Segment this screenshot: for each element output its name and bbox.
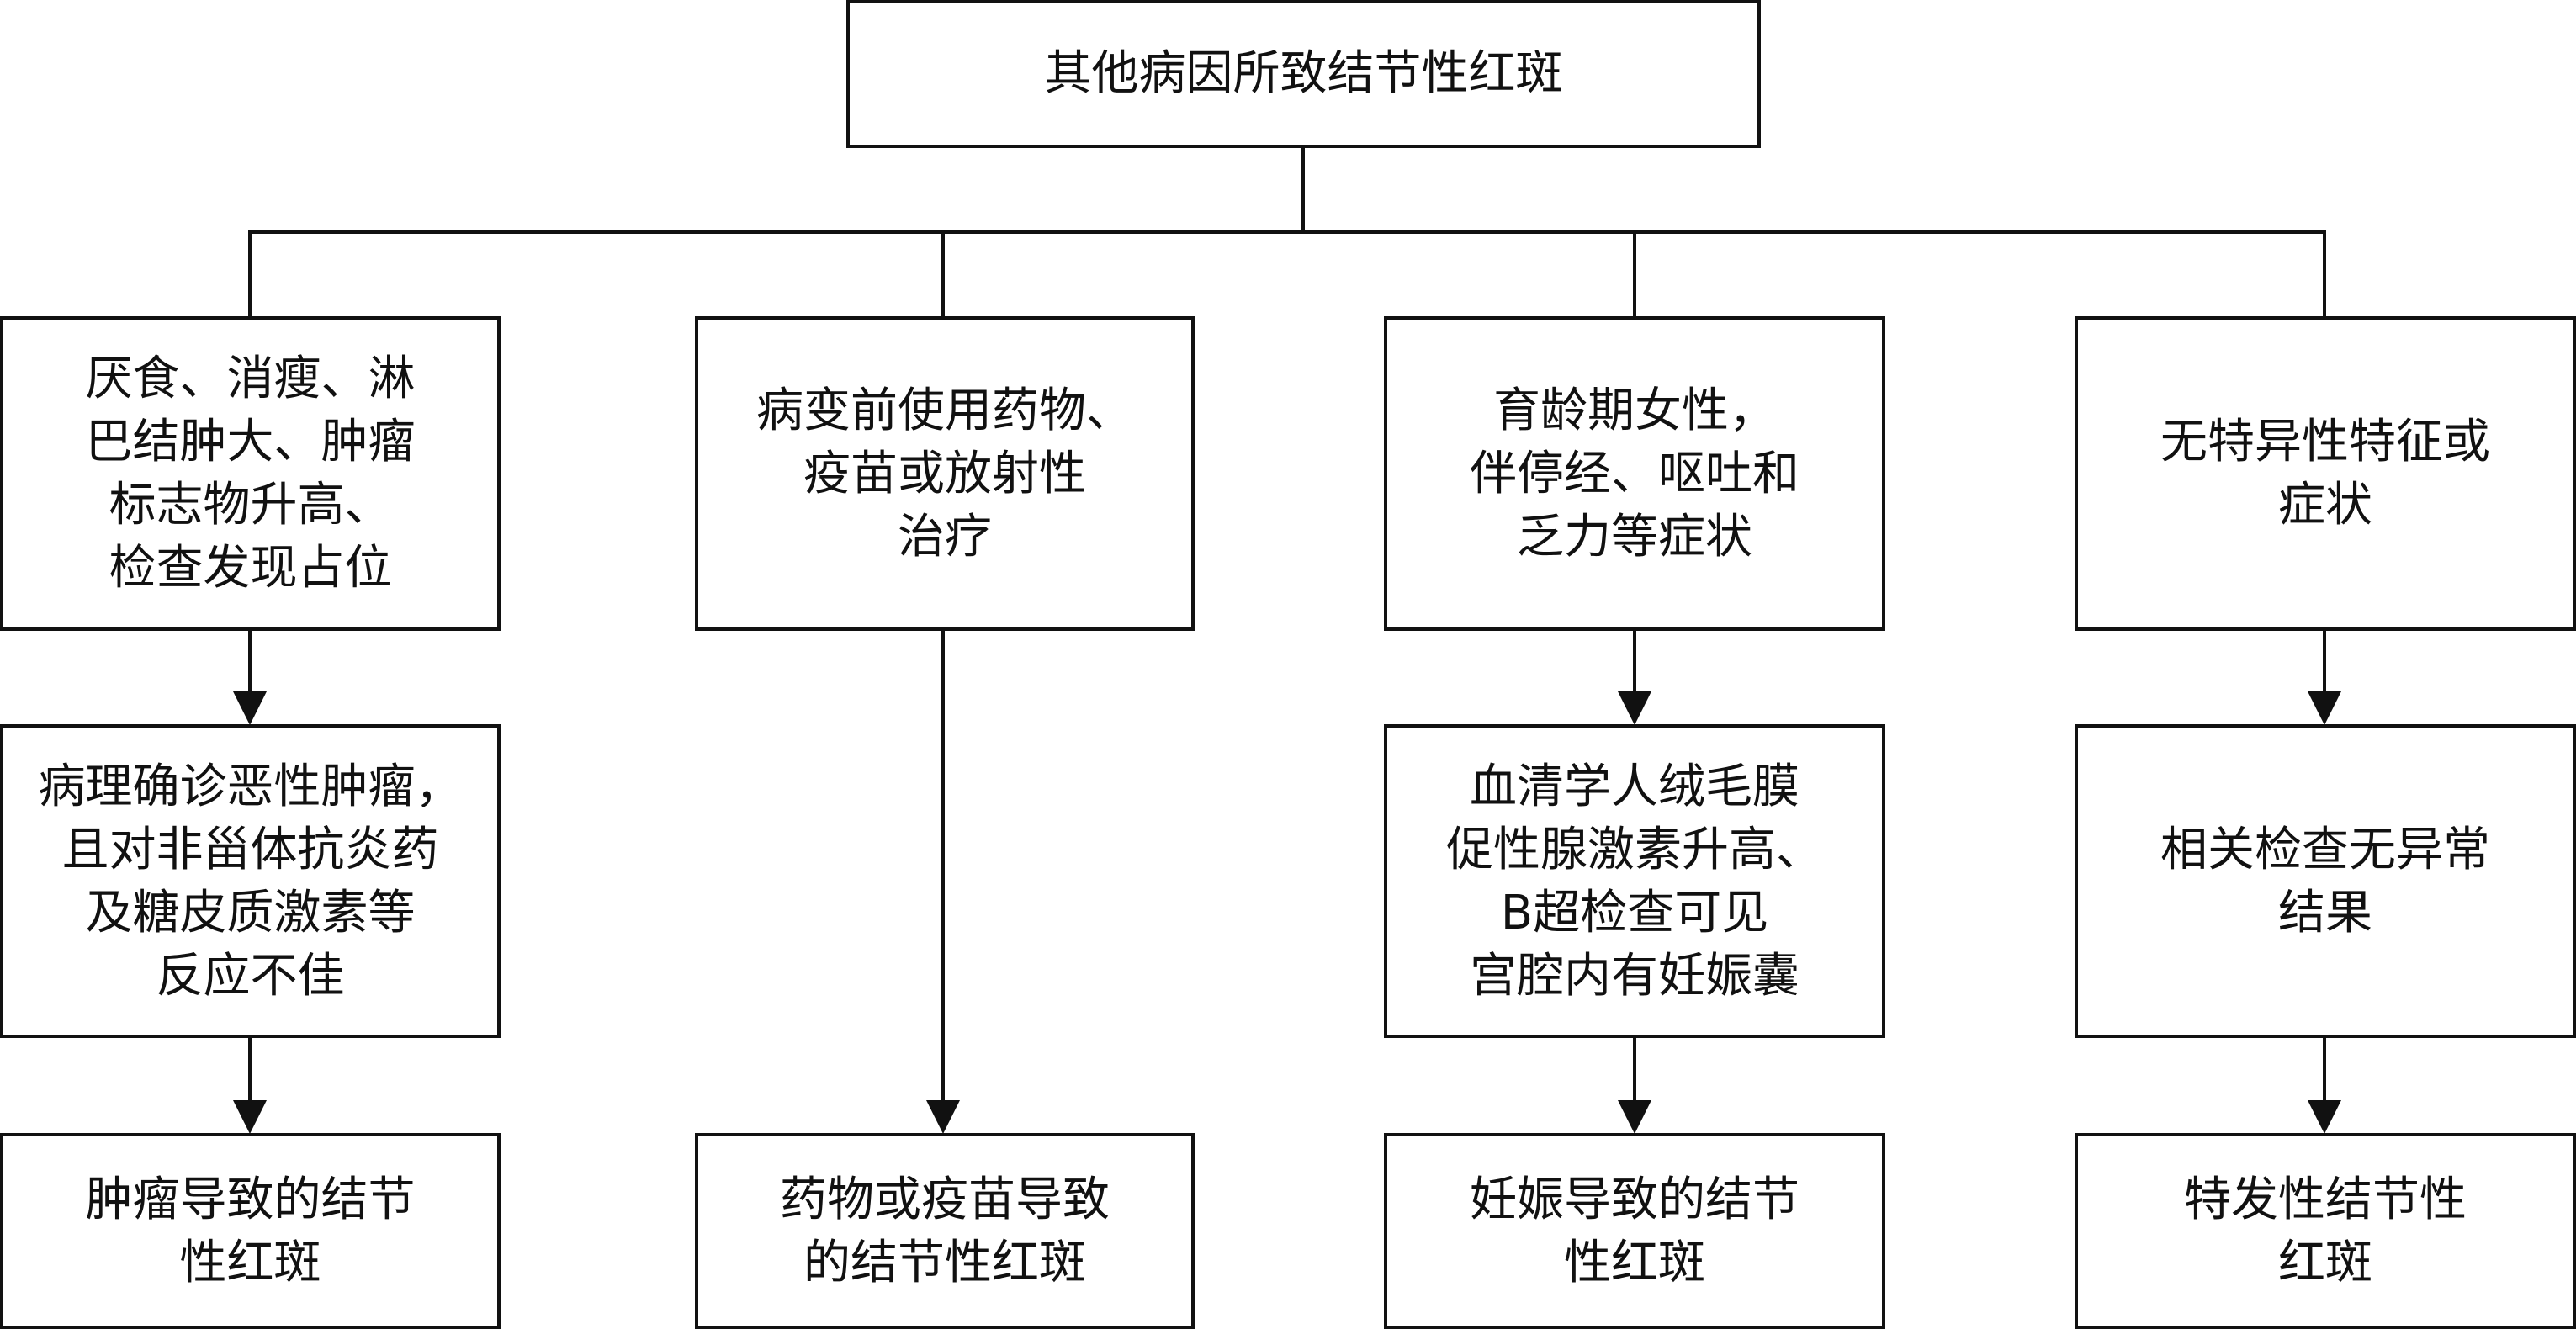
node-no-specific-features: 无特异性特征或 症状 [2075,316,2576,631]
node-tumor-confirmed-label: 病理确诊恶性肿瘤， 且对非甾体抗炎药 及糖皮质激素等 反应不佳 [38,759,463,1003]
node-tumor-symptoms-label: 厌食、消瘦、淋 巴结肿大、肿瘤 标志物升高、 检查发现占位 [85,352,416,596]
node-tumor-confirmed: 病理确诊恶性肿瘤， 且对非甾体抗炎药 及糖皮质激素等 反应不佳 [0,724,501,1038]
node-normal-tests-label: 相关检查无异常 结果 [2160,822,2490,940]
result-pregnancy: 妊娠导致的结节 性红斑 [1384,1133,1885,1329]
result-tumor-label: 肿瘤导致的结节 性红斑 [85,1172,416,1290]
root-node: 其他病因所致结节性红斑 [846,0,1761,148]
node-no-specific-features-label: 无特异性特征或 症状 [2160,415,2490,532]
node-pregnancy-symptoms: 育龄期女性， 伴停经、呕吐和 乏力等症状 [1384,316,1885,631]
node-pregnancy-confirmed-label: 血清学人绒毛膜 促性腺激素升高、 B超检查可见 宫腔内有妊娠囊 [1446,759,1823,1003]
node-drug-history: 病变前使用药物、 疫苗或放射性 治疗 [695,316,1195,631]
node-pregnancy-confirmed: 血清学人绒毛膜 促性腺激素升高、 B超检查可见 宫腔内有妊娠囊 [1384,724,1885,1038]
result-drug-vaccine-label: 药物或疫苗导致 的结节性红斑 [780,1172,1110,1290]
result-idiopathic-label: 特发性结节性 红斑 [2184,1172,2467,1290]
result-pregnancy-label: 妊娠导致的结节 性红斑 [1470,1172,1799,1290]
root-node-label: 其他病因所致结节性红斑 [1044,46,1563,101]
result-idiopathic: 特发性结节性 红斑 [2075,1133,2576,1329]
node-normal-tests: 相关检查无异常 结果 [2075,724,2576,1038]
node-tumor-symptoms: 厌食、消瘦、淋 巴结肿大、肿瘤 标志物升高、 检查发现占位 [0,316,501,631]
node-pregnancy-symptoms-label: 育龄期女性， 伴停经、呕吐和 乏力等症状 [1470,383,1799,564]
result-tumor: 肿瘤导致的结节 性红斑 [0,1133,501,1329]
result-drug-vaccine: 药物或疫苗导致 的结节性红斑 [695,1133,1195,1329]
node-drug-history-label: 病变前使用药物、 疫苗或放射性 治疗 [756,383,1133,564]
